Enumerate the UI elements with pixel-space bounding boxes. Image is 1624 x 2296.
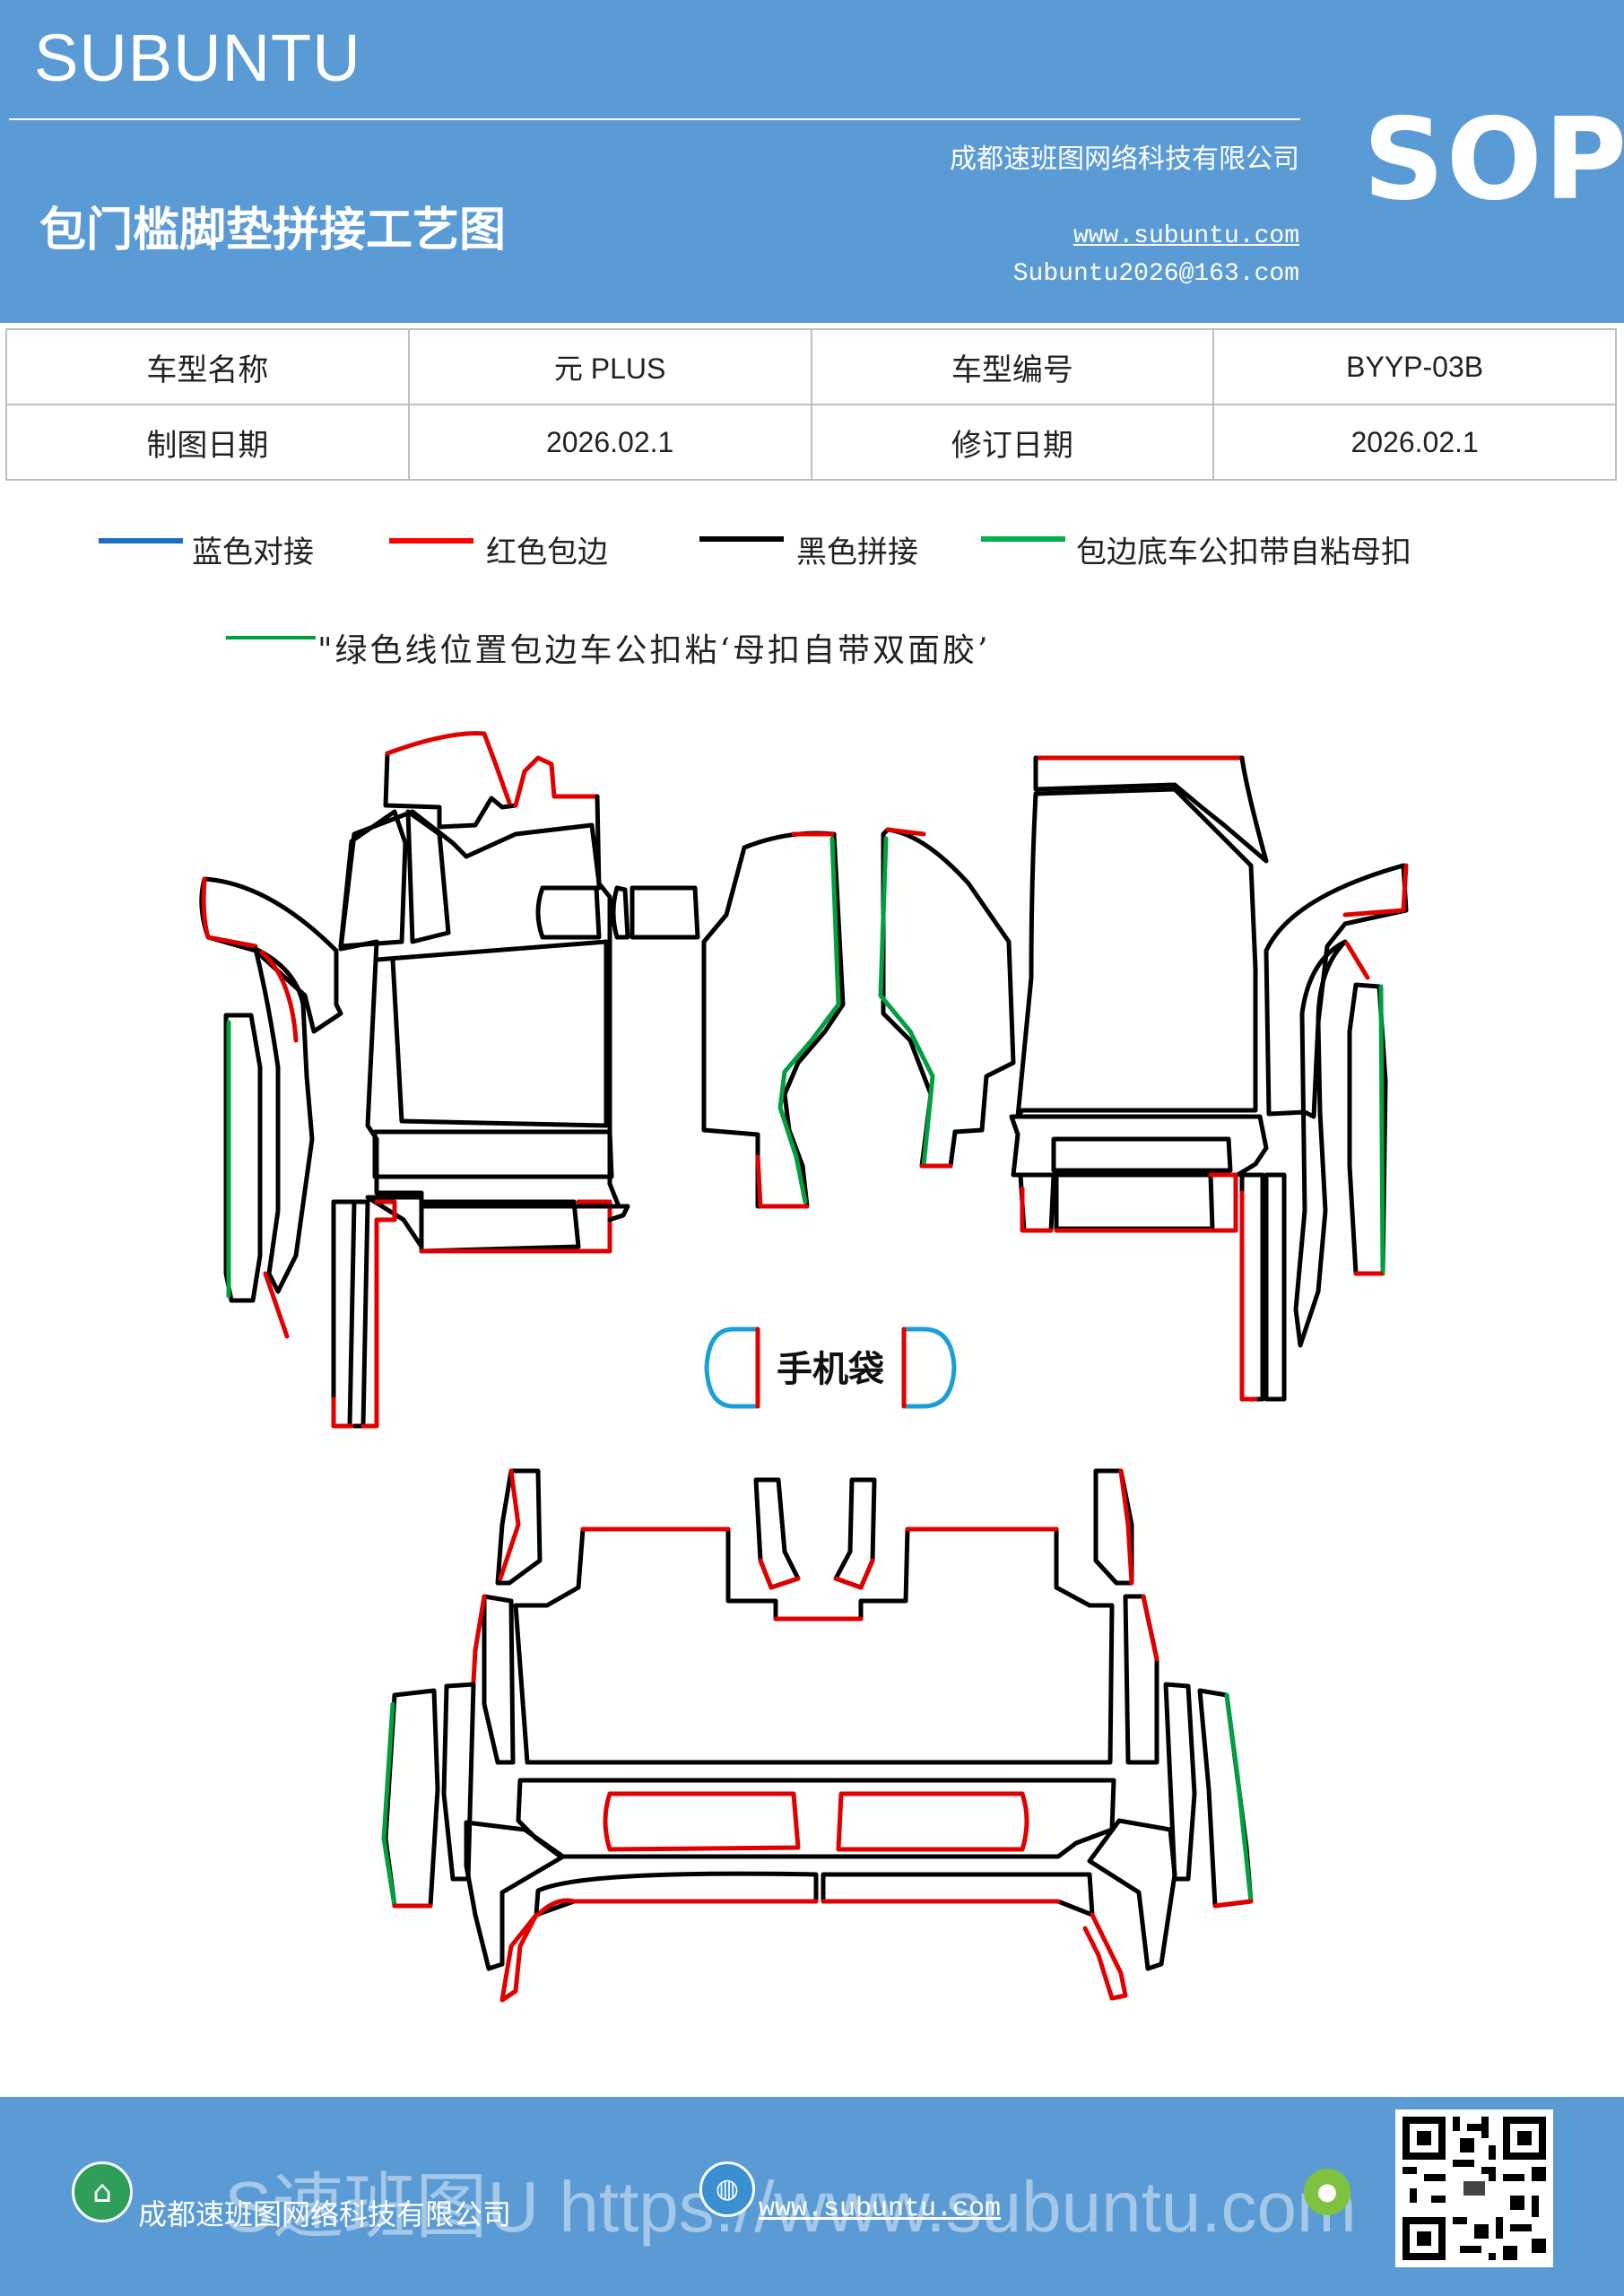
header-divider — [9, 118, 1300, 120]
header-company-name: 成都速班图网络科技有限公司 — [950, 144, 1299, 175]
note-green-line — [226, 636, 316, 639]
legend-label-green: 包边底车公扣带自粘母扣 — [1076, 535, 1411, 570]
building-icon: ⌂ — [72, 2161, 133, 2222]
footer-company-name: 成都速班图网络科技有限公司 — [138, 2197, 512, 2231]
table-cell-label: 车型编号 — [810, 328, 1215, 405]
table-row: 制图日期 2026.02.1 修订日期 2026.02.1 — [5, 404, 1617, 481]
rear-mat-group — [381, 1468, 1254, 2003]
table-cell-value: 2026.02.1 — [407, 404, 812, 481]
legend-swatch-green — [981, 536, 1065, 542]
phone-bag-group: 手机袋 — [704, 1326, 957, 1409]
legend-label-red: 红色包边 — [486, 535, 608, 570]
globe-icon: ◍ — [699, 2161, 755, 2217]
header-email: Subuntu2026@163.com — [1012, 260, 1299, 288]
vehicle-info-table: 车型名称 元 PLUS 车型编号 BYYP-03B 制图日期 2026.02.1… — [5, 328, 1617, 481]
footer-website-link[interactable]: www.subuntu.com — [759, 2194, 1002, 2224]
table-cell-value: 元 PLUS — [407, 328, 812, 405]
legend-swatch-red — [389, 538, 473, 544]
floor-mat-diagram: 手机袋 — [199, 731, 1409, 2003]
qr-code — [1395, 2109, 1553, 2267]
legend-swatch-black — [699, 536, 784, 542]
table-cell-value: BYYP-03B — [1212, 328, 1617, 405]
sop-badge: SOP — [1363, 93, 1624, 225]
brand-logo-text: SUBUNTU — [34, 21, 361, 95]
document-title: 包门槛脚垫拼接工艺图 — [39, 204, 507, 257]
header-banner — [0, 0, 1624, 323]
table-cell-label: 修订日期 — [810, 404, 1215, 481]
table-cell-label: 制图日期 — [5, 404, 410, 481]
header-website-link[interactable]: www.subuntu.com — [1073, 222, 1299, 250]
footer-banner — [0, 2097, 1624, 2296]
legend-swatch-blue — [99, 538, 183, 544]
footer-watermark: S速班图U https://www.subuntu.com — [224, 2167, 1357, 2247]
table-cell-value: 2026.02.1 — [1212, 404, 1617, 481]
green-line-note: "绿色线位置包边车公扣粘‘母扣自带双面胶’ — [317, 632, 991, 669]
table-row: 车型名称 元 PLUS 车型编号 BYYP-03B — [5, 328, 1617, 405]
legend-label-blue: 蓝色对接 — [192, 535, 314, 570]
front-right-mat-group — [1009, 755, 1409, 1402]
phone-bag-label: 手机袋 — [777, 1349, 884, 1390]
legend-label-black: 黑色拼接 — [796, 535, 918, 570]
qr-code-graphic — [1395, 2109, 1553, 2267]
wechat-icon: ● — [1304, 2169, 1350, 2215]
front-left-mat-group — [199, 731, 700, 1429]
front-door-panels-group — [701, 827, 1016, 1209]
table-cell-label: 车型名称 — [5, 328, 410, 405]
